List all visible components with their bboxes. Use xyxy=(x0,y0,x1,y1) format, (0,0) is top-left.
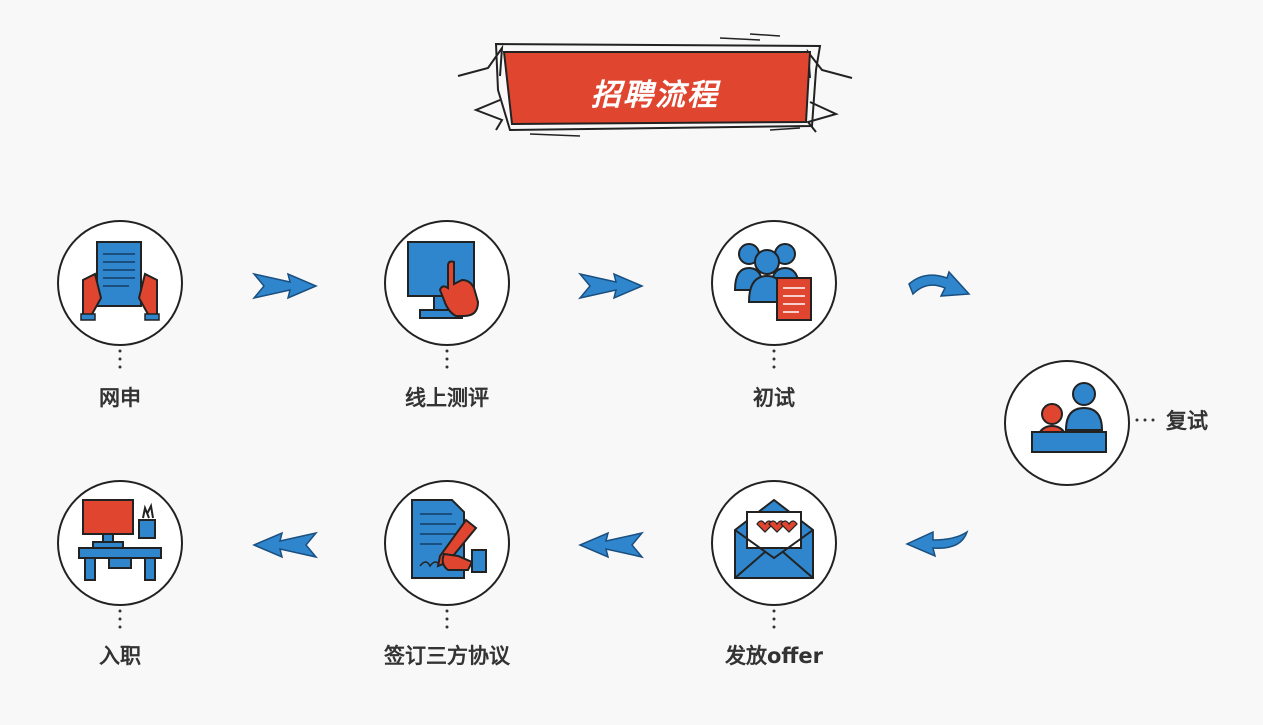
connector-dots xyxy=(1135,418,1155,422)
connector-dots xyxy=(118,609,122,629)
arrow-curve-down-icon xyxy=(905,268,973,304)
work-desk-icon xyxy=(78,499,162,581)
step-first-interview xyxy=(709,218,839,348)
computer-click-icon xyxy=(407,241,480,319)
step-onboarding xyxy=(55,478,185,608)
interview-desk-icon xyxy=(1031,382,1107,453)
step-sign-agreement xyxy=(382,478,512,608)
group-interview-icon xyxy=(733,243,812,321)
step-application xyxy=(55,218,185,348)
arrow-left-icon xyxy=(576,527,646,563)
arrow-right-icon xyxy=(576,268,646,304)
arrow-curve-left-icon xyxy=(903,526,973,562)
step-online-assessment xyxy=(382,218,512,348)
title-banner: 招聘流程 xyxy=(450,30,860,142)
connector-dots xyxy=(118,349,122,369)
connector-dots xyxy=(445,349,449,369)
application-form-icon xyxy=(80,241,160,321)
connector-dots xyxy=(772,609,776,629)
step-label: 初试 xyxy=(753,386,795,410)
step-label: 线上测评 xyxy=(405,386,489,410)
envelope-hearts-icon xyxy=(734,498,814,579)
arrow-right-icon xyxy=(250,268,320,304)
contract-signing-icon xyxy=(411,499,487,579)
page-title: 招聘流程 xyxy=(591,78,719,113)
arrow-left-icon xyxy=(250,527,320,563)
connector-dots xyxy=(445,609,449,629)
banner-frame xyxy=(457,33,853,137)
step-label: 签订三方协议 xyxy=(384,644,510,668)
step-label: 复试 xyxy=(1166,409,1208,433)
step-send-offer xyxy=(709,478,839,608)
connector-dots xyxy=(772,349,776,369)
step-second-interview xyxy=(1002,358,1132,488)
step-label: 发放offer xyxy=(724,644,824,668)
step-label: 入职 xyxy=(99,644,141,668)
step-label: 网申 xyxy=(99,386,141,410)
